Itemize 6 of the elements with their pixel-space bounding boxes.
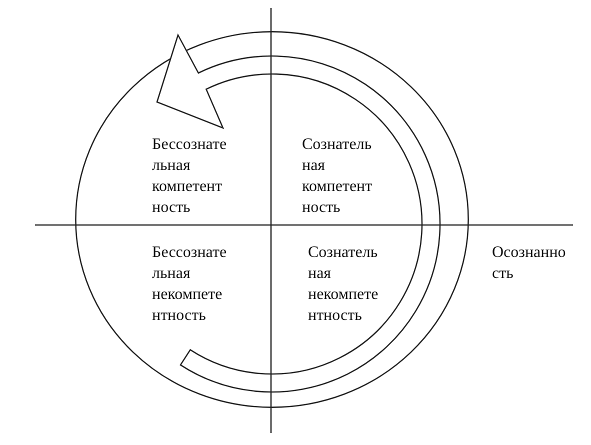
quadrant-label: Сознатель ная компетент ность <box>302 135 372 218</box>
quadrant-label: Бессознате льная компетент ность <box>152 135 227 218</box>
quadrant-label: Бессознате льная некомпете нтность <box>152 243 227 326</box>
axis-label: Осознанно сть <box>492 243 566 284</box>
quadrant-label: Сознатель ная некомпете нтность <box>308 243 378 326</box>
quadrant-circle <box>75 31 469 408</box>
